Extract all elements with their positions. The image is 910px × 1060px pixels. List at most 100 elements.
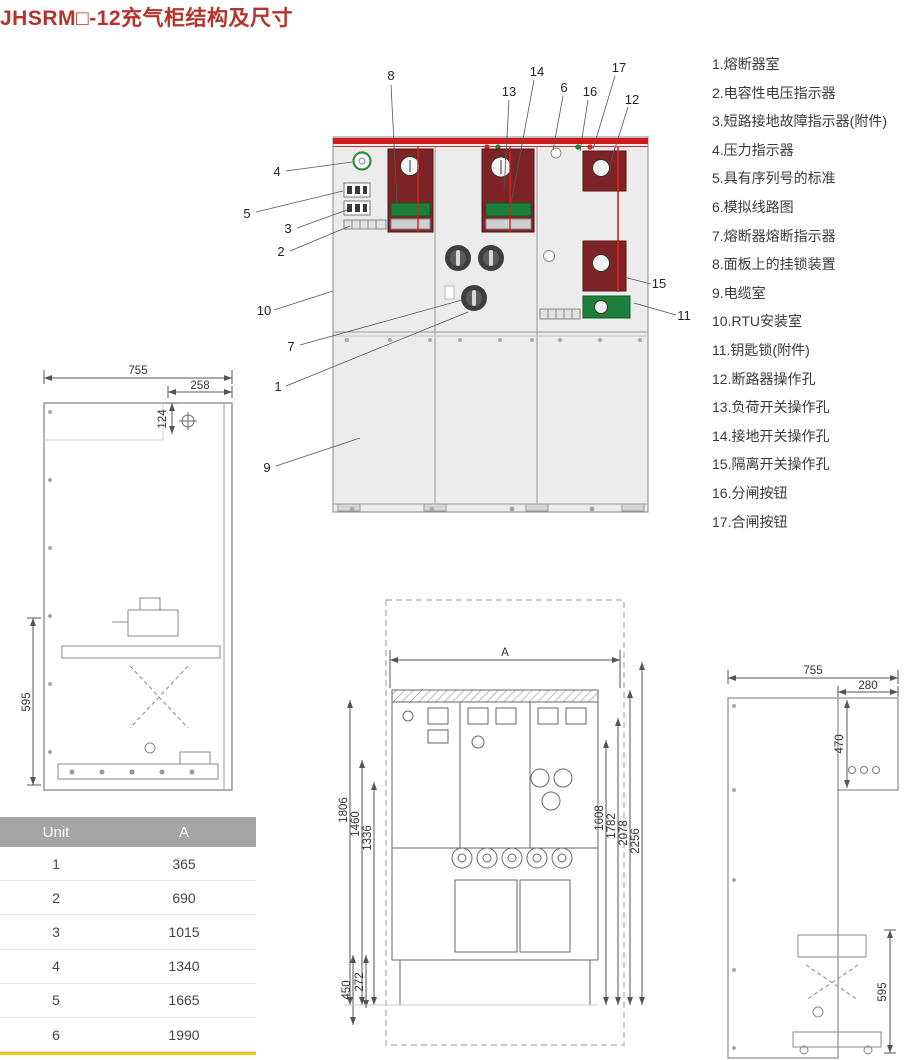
side-view-left-diagram: 755 258 124 595	[21, 365, 233, 791]
bolt-dots	[345, 338, 642, 512]
front-view-callout-5: 5	[243, 206, 250, 221]
dim-258: 258	[190, 380, 209, 392]
dim-1460: 1460	[350, 811, 362, 837]
front-view-callout-1: 1	[274, 379, 281, 394]
enclosure-dashed-outline	[385, 599, 625, 1046]
front-view-callout-16: 16	[583, 84, 597, 99]
legend-list: 1.熔断器室 2.电容性电压指示器 3.短路接地故障指示器(附件) 4.压力指示…	[712, 50, 910, 536]
front-view-callout-7: 7	[287, 339, 294, 354]
legend-item-6: 6.模拟线路图	[712, 198, 794, 215]
front-view-callout-14: 14	[530, 64, 544, 79]
side-right-dim-lines	[727, 670, 899, 1054]
dim-595-left: 595	[21, 692, 33, 711]
side-right-bolts	[732, 704, 736, 1050]
dim-755-left: 755	[128, 365, 147, 377]
table-cell-unit: 5	[52, 992, 60, 1009]
table-header-a: A	[178, 823, 189, 841]
legend-item-15: 15.隔离开关操作孔	[712, 456, 830, 473]
operation-knobs	[445, 245, 504, 311]
front-view-callout-12: 12	[625, 92, 639, 107]
table-cell-a: 1340	[168, 958, 200, 975]
left-bay-components	[343, 147, 434, 233]
side-right-mechanism	[792, 934, 882, 1055]
bushing-circles	[451, 847, 573, 869]
legend-item-1: 1.熔断器室	[712, 56, 780, 72]
dim-1336: 1336	[362, 825, 374, 851]
bottom-view-drawing	[391, 689, 599, 1006]
legend-item-17: 17.合闸按钮	[712, 513, 788, 530]
table-cell-unit: 4	[52, 958, 60, 975]
side-left-dim-labels: 755 258 124 595	[21, 365, 210, 712]
dim-124: 124	[157, 409, 169, 429]
pressure-gauge-icon	[352, 151, 372, 171]
table-header-row: Unit A	[0, 817, 256, 847]
dim-272: 272	[354, 972, 366, 991]
callout-leader-lines	[255, 75, 677, 467]
side-right-outline	[727, 697, 899, 1059]
unit-dimension-table: Unit A 1 365 2 690 3 1015 4 1340 5 1665 …	[0, 817, 256, 1056]
dim-470: 470	[834, 734, 846, 753]
table-cell-unit: 6	[52, 1026, 60, 1043]
table-row: 3 1015	[0, 915, 256, 950]
side-left-bolts	[48, 410, 52, 754]
legend-item-7: 7.熔断器熔断指示器	[712, 227, 836, 244]
middle-bay-components	[444, 144, 535, 311]
bottom-view-diagram: A 1806 1460 1336 450 272 1608 1782 2078 …	[338, 599, 645, 1046]
side-left-dim-lines	[27, 370, 233, 786]
dim-1608: 1608	[594, 805, 606, 831]
side-left-mechanism	[57, 597, 221, 780]
legend-item-12: 12.断路器操作孔	[712, 370, 816, 387]
front-view-callout-3: 3	[284, 221, 291, 236]
legend-item-2: 2.电容性电压指示器	[712, 84, 836, 101]
side-right-dim-labels: 755 280 470 595	[803, 665, 889, 1002]
dim-a: A	[501, 647, 509, 659]
operation-hole-cross-icon	[179, 412, 197, 430]
table-row: 5 1665	[0, 983, 256, 1018]
dim-1782: 1782	[606, 813, 618, 839]
legend-item-10: 10.RTU安装室	[712, 313, 802, 330]
dim-450: 450	[341, 980, 353, 999]
legend-item-8: 8.面板上的挂锁装置	[712, 256, 836, 273]
dim-755-right: 755	[803, 665, 822, 677]
table-cell-unit: 1	[52, 855, 60, 872]
dim-2078: 2078	[618, 820, 630, 846]
legend-item-13: 13.负荷开关操作孔	[712, 399, 830, 416]
front-view-callout-13: 13	[502, 84, 516, 99]
front-view-callout-2: 2	[277, 244, 284, 259]
table-row: 2 690	[0, 881, 256, 916]
table-header-unit: Unit	[42, 823, 70, 841]
table-cell-unit: 3	[52, 923, 60, 940]
table-cell-a: 1665	[168, 992, 200, 1009]
table-row: 1 365	[0, 847, 256, 882]
dim-2256: 2256	[630, 828, 642, 854]
legend-item-16: 16.分闸按钮	[712, 484, 788, 501]
table-cell-a: 365	[172, 855, 196, 872]
front-view-callout-17: 17	[612, 60, 626, 75]
front-view-diagram: 1 2 3 4 5 6 7 8 9 10 11 12 13 14 15 16 1…	[243, 60, 691, 513]
table-accent-line	[0, 1052, 256, 1056]
front-view-callout-15: 15	[652, 276, 666, 291]
legend-item-5: 5.具有序列号的标准	[712, 170, 836, 187]
table-cell-unit: 2	[52, 889, 60, 906]
front-view-callout-8: 8	[387, 68, 394, 83]
callout-numbers: 1 2 3 4 5 6 7 8 9 10 11 12 13 14 15 16 1…	[243, 60, 690, 475]
bottom-view-dim-lines	[344, 650, 645, 1025]
side-left-outline	[43, 402, 233, 791]
page-title: JHSRM□-12充气柜结构及尺寸	[0, 7, 294, 30]
front-view-callout-11: 11	[677, 308, 691, 323]
dim-595-right: 595	[877, 982, 889, 1001]
close-button-icon	[495, 144, 501, 150]
open-button-icon	[484, 144, 490, 150]
side-view-right-diagram: 755 280 470 595	[727, 665, 899, 1059]
legend-item-14: 14.接地开关操作孔	[712, 427, 830, 444]
dim-1806: 1806	[338, 797, 350, 823]
legend-item-9: 9.电缆室	[712, 284, 766, 301]
table-row: 4 1340	[0, 949, 256, 984]
legend-item-3: 3.短路接地故障指示器(附件)	[712, 113, 887, 130]
right-bay-components	[539, 144, 631, 320]
table-cell-a: 1015	[168, 923, 200, 940]
front-view-callout-6: 6	[560, 80, 567, 95]
front-view-callout-9: 9	[263, 460, 270, 475]
bottom-view-dim-labels: A 1806 1460 1336 450 272 1608 1782 2078 …	[338, 647, 642, 1000]
